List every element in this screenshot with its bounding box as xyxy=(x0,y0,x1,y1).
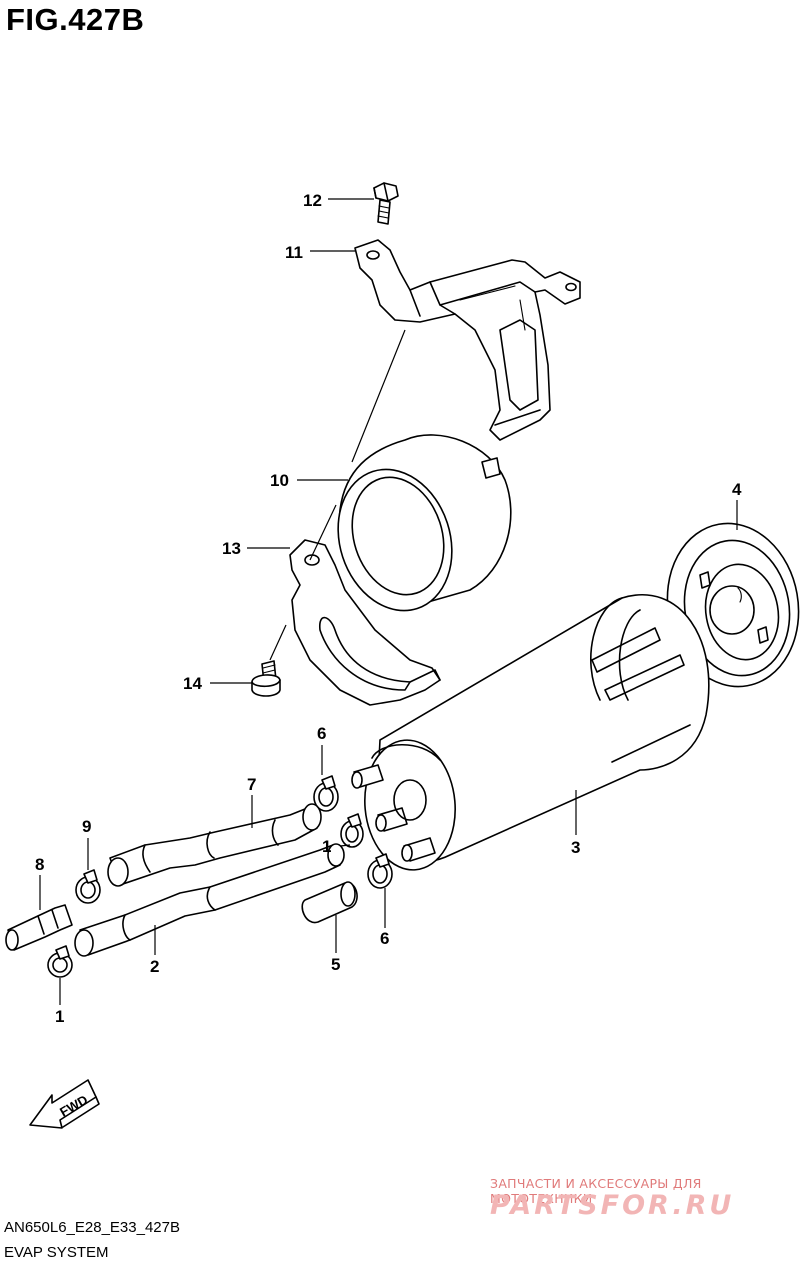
part-6-clamp-lower[interactable] xyxy=(367,853,393,889)
callout-3: 3 xyxy=(571,838,580,857)
callout-1-center: 1 xyxy=(322,837,331,856)
part-1-clamp-left[interactable] xyxy=(47,945,73,978)
callout-10: 10 xyxy=(270,471,289,490)
figure-title: FIG.427B xyxy=(6,2,145,37)
callout-7: 7 xyxy=(247,775,256,794)
fwd-arrow-icon: FWD xyxy=(29,1079,100,1129)
part-10-canister-band[interactable] xyxy=(320,434,512,626)
footer-model-code: AN650L6_E28_E33_427B xyxy=(4,1219,180,1236)
watermark-brand: PARTSFOR.RU xyxy=(490,1190,735,1221)
part-14-screw[interactable] xyxy=(251,660,281,697)
callout-13: 13 xyxy=(222,539,241,558)
callout-labels: 12 11 10 13 14 4 3 6 7 9 8 1 2 1 5 6 xyxy=(35,191,742,1026)
part-6-clamp-upper[interactable] xyxy=(313,775,339,812)
callout-6-lower: 6 xyxy=(380,929,389,948)
part-7-hose[interactable] xyxy=(107,803,322,887)
callout-6-upper: 6 xyxy=(317,724,326,743)
part-1-clamp-center[interactable] xyxy=(340,813,364,848)
leader-lines xyxy=(39,198,738,1005)
callout-12: 12 xyxy=(303,191,322,210)
watermark-tagline: ЗАПЧАСТИ И АКСЕССУАРЫ ДЛЯ МОТОТЕХНИКИ xyxy=(490,1176,702,1206)
callout-11: 11 xyxy=(285,243,303,262)
callout-2: 2 xyxy=(150,957,159,976)
callout-1-left: 1 xyxy=(55,1007,64,1026)
callout-9: 9 xyxy=(82,817,91,836)
part-3-canister[interactable] xyxy=(351,594,710,874)
callout-5: 5 xyxy=(331,955,340,974)
part-12-bolt[interactable] xyxy=(373,182,399,225)
part-11-bracket[interactable] xyxy=(354,239,581,441)
part-5-cap[interactable] xyxy=(301,881,358,924)
footer-section-name: EVAP SYSTEM xyxy=(4,1244,109,1261)
callout-8: 8 xyxy=(35,855,44,874)
part-9-clamp[interactable] xyxy=(75,869,101,904)
part-8-fitting[interactable] xyxy=(5,904,73,951)
callout-14: 14 xyxy=(183,674,202,693)
callout-4: 4 xyxy=(732,480,742,499)
part-2-hose[interactable] xyxy=(74,843,345,957)
